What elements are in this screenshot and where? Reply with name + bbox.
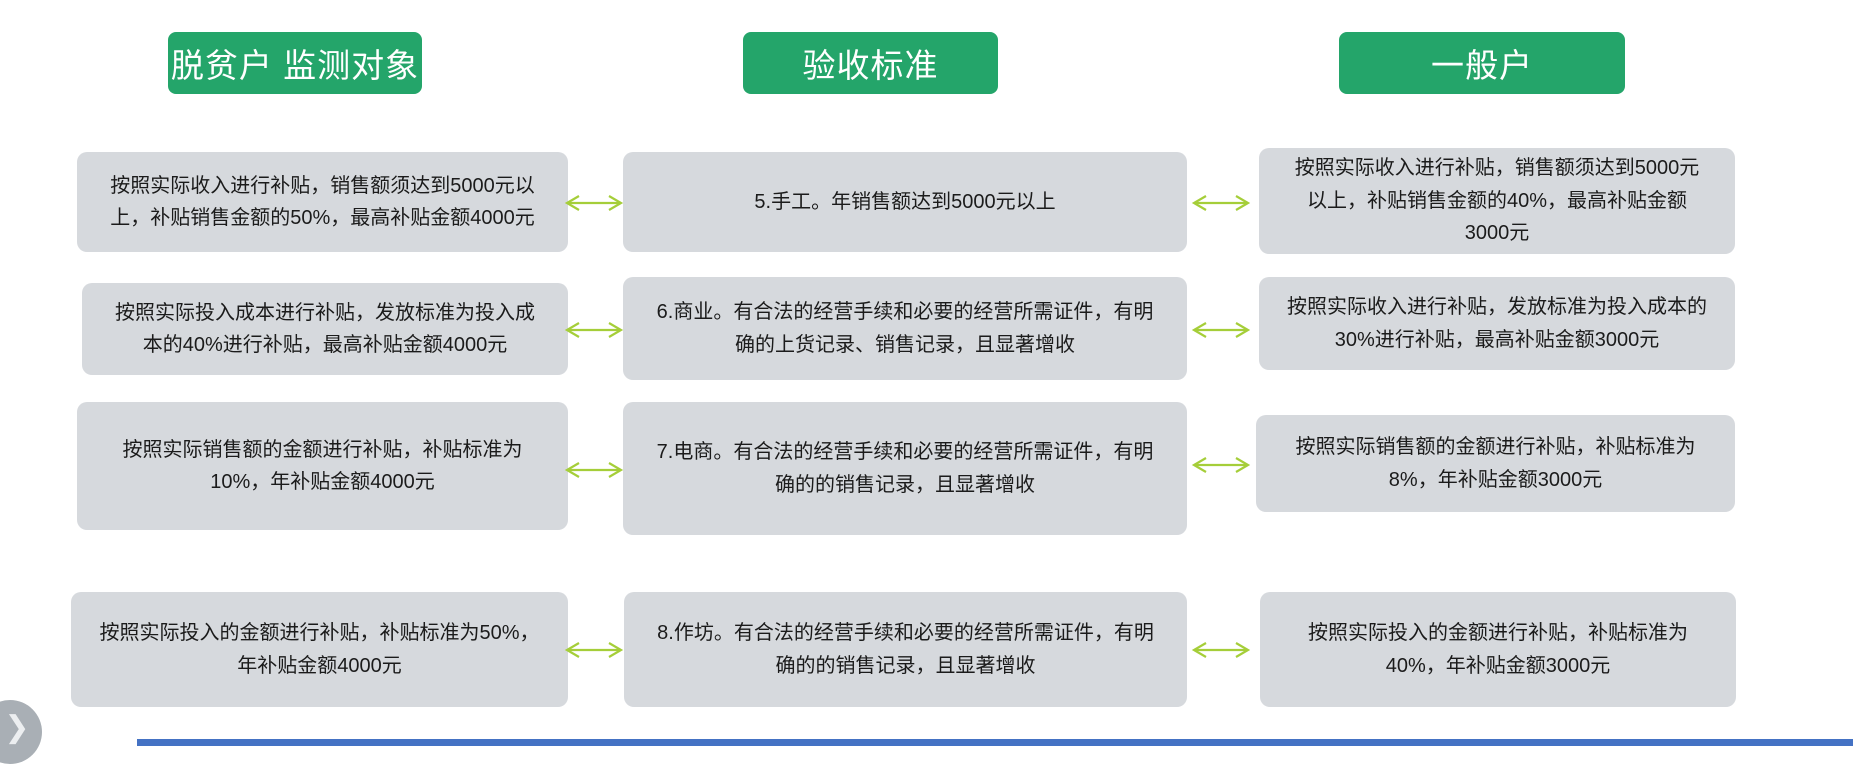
- double-arrow-icon: [1191, 457, 1251, 473]
- header-label: 验收标准: [802, 47, 939, 84]
- right-box-row4: 按照实际投入的金额进行补贴，补贴标准为40%，年补贴金额3000元: [1260, 592, 1736, 707]
- double-arrow-icon: [1191, 642, 1251, 658]
- header-acceptance-standards: 验收标准: [743, 32, 998, 94]
- double-arrow-icon: [564, 462, 624, 478]
- left-box-row2: 按照实际投入成本进行补贴，发放标准为投入成本的40%进行补贴，最高补贴金额400…: [82, 283, 568, 375]
- left-box-row1: 按照实际收入进行补贴，销售额须达到5000元以上，补贴销售金额的50%，最高补贴…: [77, 152, 568, 252]
- header-label: 脱贫户 监测对象: [170, 47, 420, 84]
- double-arrow-icon: [564, 642, 624, 658]
- next-slide-button[interactable]: ❯: [0, 700, 42, 764]
- left-box-row4: 按照实际投入的金额进行补贴，补贴标准为50%，年补贴金额4000元: [71, 592, 568, 707]
- subsidy-standards-diagram: 脱贫户 监测对象 验收标准 一般户 按照实际收入进行补贴，销售额须达到5000元…: [0, 32, 1853, 764]
- double-arrow-icon: [1191, 322, 1251, 338]
- right-box-row1: 按照实际收入进行补贴，销售额须达到5000元以上，补贴销售金额的40%，最高补贴…: [1259, 148, 1735, 254]
- right-box-row3: 按照实际销售额的金额进行补贴，补贴标准为8%，年补贴金额3000元: [1256, 415, 1735, 512]
- left-box-row3: 按照实际销售额的金额进行补贴，补贴标准为10%，年补贴金额4000元: [77, 402, 568, 530]
- standard-box-row3: 7.电商。有合法的经营手续和必要的经营所需证件，有明确的的销售记录，且显著增收: [623, 402, 1187, 535]
- bottom-accent-bar: [137, 739, 1853, 746]
- standard-box-row2: 6.商业。有合法的经营手续和必要的经营所需证件，有明确的上货记录、销售记录，且显…: [623, 277, 1187, 380]
- double-arrow-icon: [1191, 195, 1251, 211]
- standard-box-row4: 8.作坊。有合法的经营手续和必要的经营所需证件，有明确的的销售记录，且显著增收: [624, 592, 1187, 707]
- chevron-right-icon: ❯: [4, 710, 30, 744]
- header-poor-monitored-households: 脱贫户 监测对象: [168, 32, 422, 94]
- double-arrow-icon: [564, 195, 624, 211]
- standard-box-row1: 5.手工。年销售额达到5000元以上: [623, 152, 1187, 252]
- header-label: 一般户: [1431, 47, 1533, 84]
- double-arrow-icon: [564, 322, 624, 338]
- right-box-row2: 按照实际收入进行补贴，发放标准为投入成本的30%进行补贴，最高补贴金额3000元: [1259, 277, 1735, 370]
- header-general-households: 一般户: [1339, 32, 1625, 94]
